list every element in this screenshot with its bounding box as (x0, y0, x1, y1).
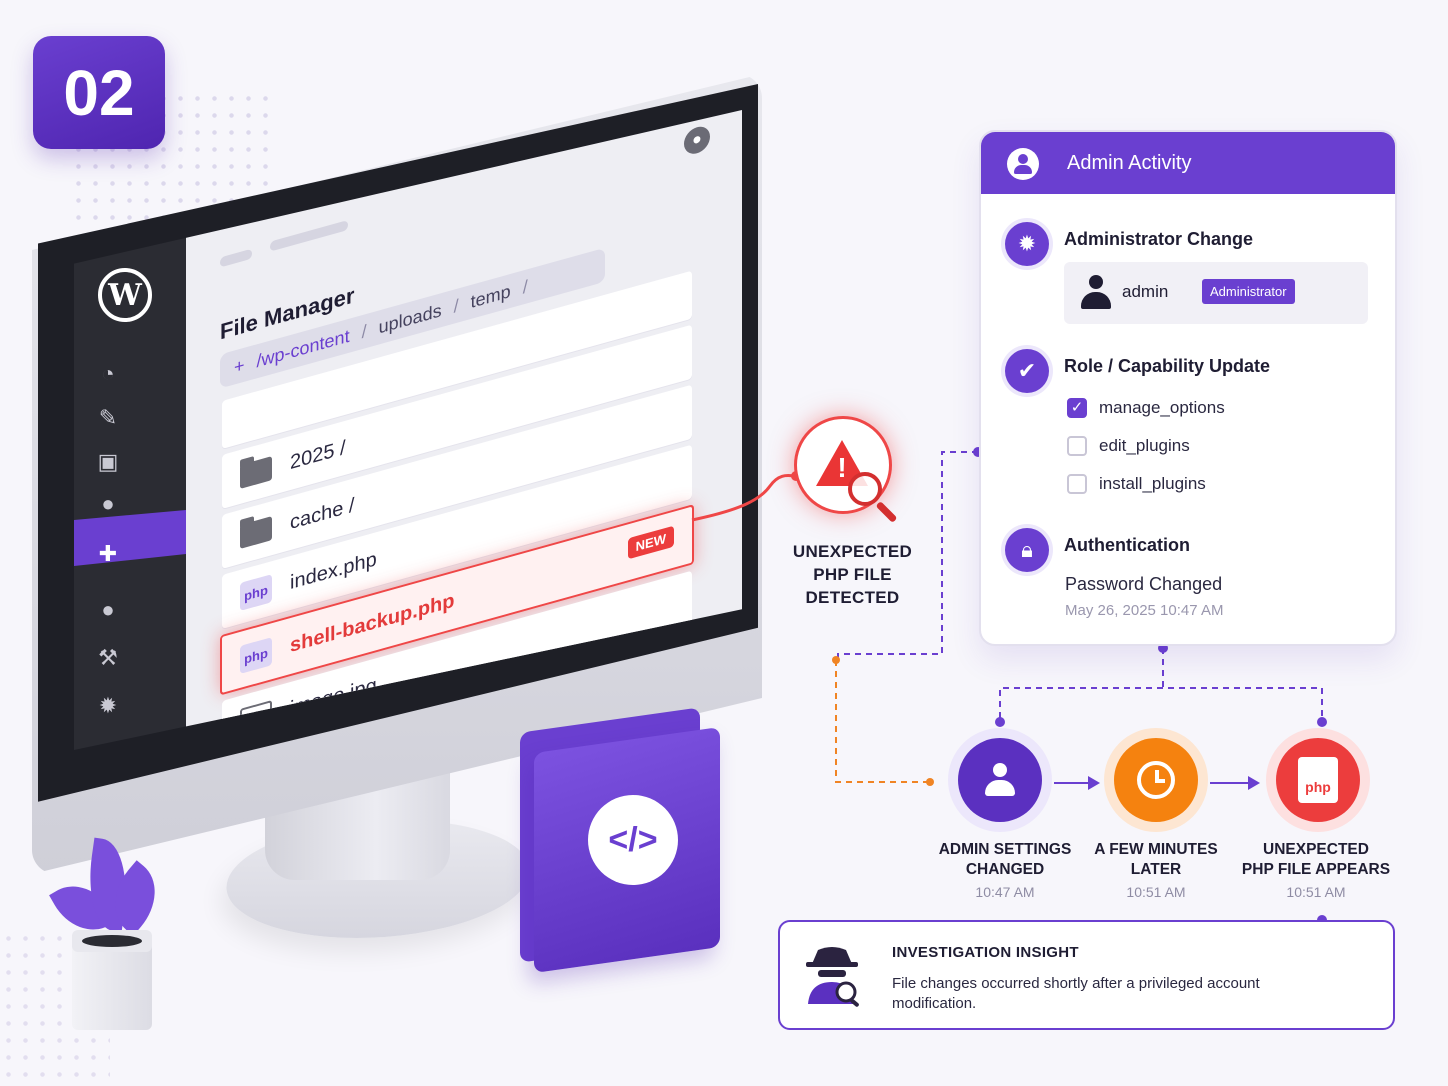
timeline-time: 10:51 AM (1126, 884, 1186, 900)
timeline-label: A FEW MINUTES LATER (1071, 840, 1241, 880)
alert-line: DETECTED (805, 588, 900, 607)
admin-user-box: admin Administrator (1064, 262, 1368, 324)
plant-soil (82, 935, 142, 947)
timeline-label-line: UNEXPECTED (1263, 841, 1369, 858)
timeline-label-line: CHANGED (965, 861, 1045, 878)
alert-connector (691, 473, 797, 522)
activity-connector (837, 451, 978, 660)
admin-username: admin (1122, 282, 1169, 301)
settings-icon[interactable]: ✹ (98, 693, 118, 718)
plugins-icon[interactable]: ✚ (98, 541, 118, 566)
timeline-arrow (1054, 782, 1090, 784)
card-title: Admin Activity (1067, 151, 1192, 174)
file-connector-dot (926, 778, 934, 786)
timeline-label-line: A FEW MINUTES (1094, 841, 1218, 858)
checkbox[interactable] (1067, 436, 1087, 456)
timeline-label-line: ADMIN SETTINGS (938, 841, 1072, 858)
pin-icon[interactable]: ✎ (98, 405, 118, 430)
php-file-icon: php (1298, 757, 1338, 803)
code-icon: </> (588, 795, 678, 885)
timeline-label: ADMIN SETTINGS CHANGED (920, 840, 1090, 880)
checkbox[interactable]: ✓ (1067, 398, 1087, 418)
file-connector-dot (832, 656, 840, 664)
timeline-arrow (1210, 782, 1250, 784)
file-connector (835, 660, 930, 783)
dashboard-icon[interactable]: ◔ (101, 361, 115, 386)
timeline-connector (999, 648, 1323, 718)
timeline-label: UNEXPECTED PHP FILE APPEARS (1231, 840, 1401, 880)
plant-pot (72, 940, 152, 1030)
person-icon (1080, 275, 1112, 311)
arrow-right-icon (1088, 776, 1100, 790)
insight-title: INVESTIGATION INSIGHT (892, 944, 1079, 961)
users-icon[interactable]: ● (101, 597, 115, 622)
clock-icon (1137, 761, 1175, 799)
timeline-connector-dot (1317, 717, 1327, 727)
detective-icon (806, 947, 859, 1007)
lock-icon: 🔒︎ (1005, 528, 1049, 572)
capability-row: install_plugins (1067, 474, 1206, 494)
auth-timestamp: May 26, 2025 10:47 AM (1065, 602, 1224, 619)
arrow-right-icon (1248, 776, 1260, 790)
media-icon[interactable]: ▣ (97, 449, 119, 474)
timeline-time: 10:47 AM (975, 884, 1035, 900)
php-file-node: php (1276, 738, 1360, 822)
timeline-label-line: LATER (1130, 861, 1182, 878)
capability-name: edit_plugins (1099, 436, 1190, 455)
admin-activity-card: Admin Activity ✹ Administrator Change ad… (979, 130, 1397, 646)
tools-icon[interactable]: ⚒ (98, 645, 118, 670)
role-badge: Administrator (1202, 279, 1295, 304)
gear-icon: ✹ (1005, 222, 1049, 266)
admin-settings-node (958, 738, 1042, 822)
auth-event: Password Changed (1065, 574, 1223, 594)
magnifier-icon (848, 472, 882, 506)
capability-name: install_plugins (1099, 474, 1206, 493)
alert-line: PHP FILE (813, 565, 892, 584)
capability-row: edit_plugins (1067, 436, 1190, 456)
checkbox[interactable] (1067, 474, 1087, 494)
timeline-time: 10:51 AM (1286, 884, 1346, 900)
clock-node (1114, 738, 1198, 822)
check-shield-icon: ✔ (1005, 349, 1049, 393)
wordpress-logo-icon[interactable]: W (98, 268, 152, 322)
insight-text: File changes occurred shortly after a pr… (892, 975, 1260, 1012)
person-icon (983, 763, 1017, 797)
timeline-connector-dot (995, 717, 1005, 727)
section-title: Administrator Change (1064, 229, 1254, 249)
alert-label: UNEXPECTED PHP FILE DETECTED (780, 540, 925, 609)
capability-row: ✓ manage_options (1067, 398, 1225, 418)
timeline-label-line: PHP FILE APPEARS (1241, 861, 1391, 878)
section-title: Role / Capability Update (1064, 356, 1271, 376)
alert-line: UNEXPECTED (792, 542, 913, 561)
investigation-insight-box: INVESTIGATION INSIGHT File changes occur… (778, 920, 1395, 1030)
section-title: Authentication (1064, 535, 1190, 555)
comments-icon[interactable]: ● (101, 491, 115, 516)
capability-name: manage_options (1099, 398, 1225, 417)
step-number-badge: 02 (33, 36, 165, 149)
user-circle-icon (1007, 148, 1039, 180)
card-header: Admin Activity (981, 132, 1395, 194)
